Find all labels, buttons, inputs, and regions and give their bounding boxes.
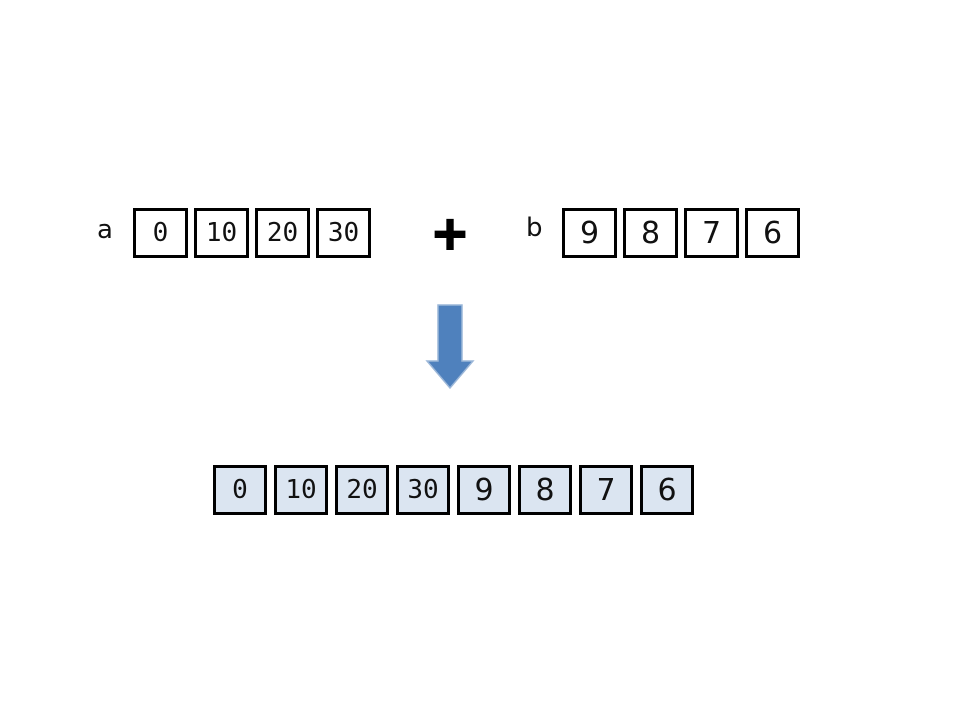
down-arrow-icon: [425, 304, 475, 390]
list-b-cell: 7: [684, 208, 739, 258]
list-a-cell: 0: [133, 208, 188, 258]
down-arrow-shape: [425, 304, 475, 390]
list-a-label: a: [97, 215, 113, 245]
result-cell: 10: [274, 465, 328, 515]
list-b-cell: 6: [745, 208, 800, 258]
list-b-cell: 8: [623, 208, 678, 258]
list-b-label: b: [526, 213, 543, 243]
result-cell: 30: [396, 465, 450, 515]
plus-operator: +: [430, 206, 471, 260]
list-b-cell: 9: [562, 208, 617, 258]
result-cell: 9: [457, 465, 511, 515]
list-a-cell: 10: [194, 208, 249, 258]
result-cell: 8: [518, 465, 572, 515]
result-cell: 6: [640, 465, 694, 515]
list-a-cell: 20: [255, 208, 310, 258]
list-a-cell: 30: [316, 208, 371, 258]
result-cell: 20: [335, 465, 389, 515]
result-cell: 0: [213, 465, 267, 515]
result-cell: 7: [579, 465, 633, 515]
